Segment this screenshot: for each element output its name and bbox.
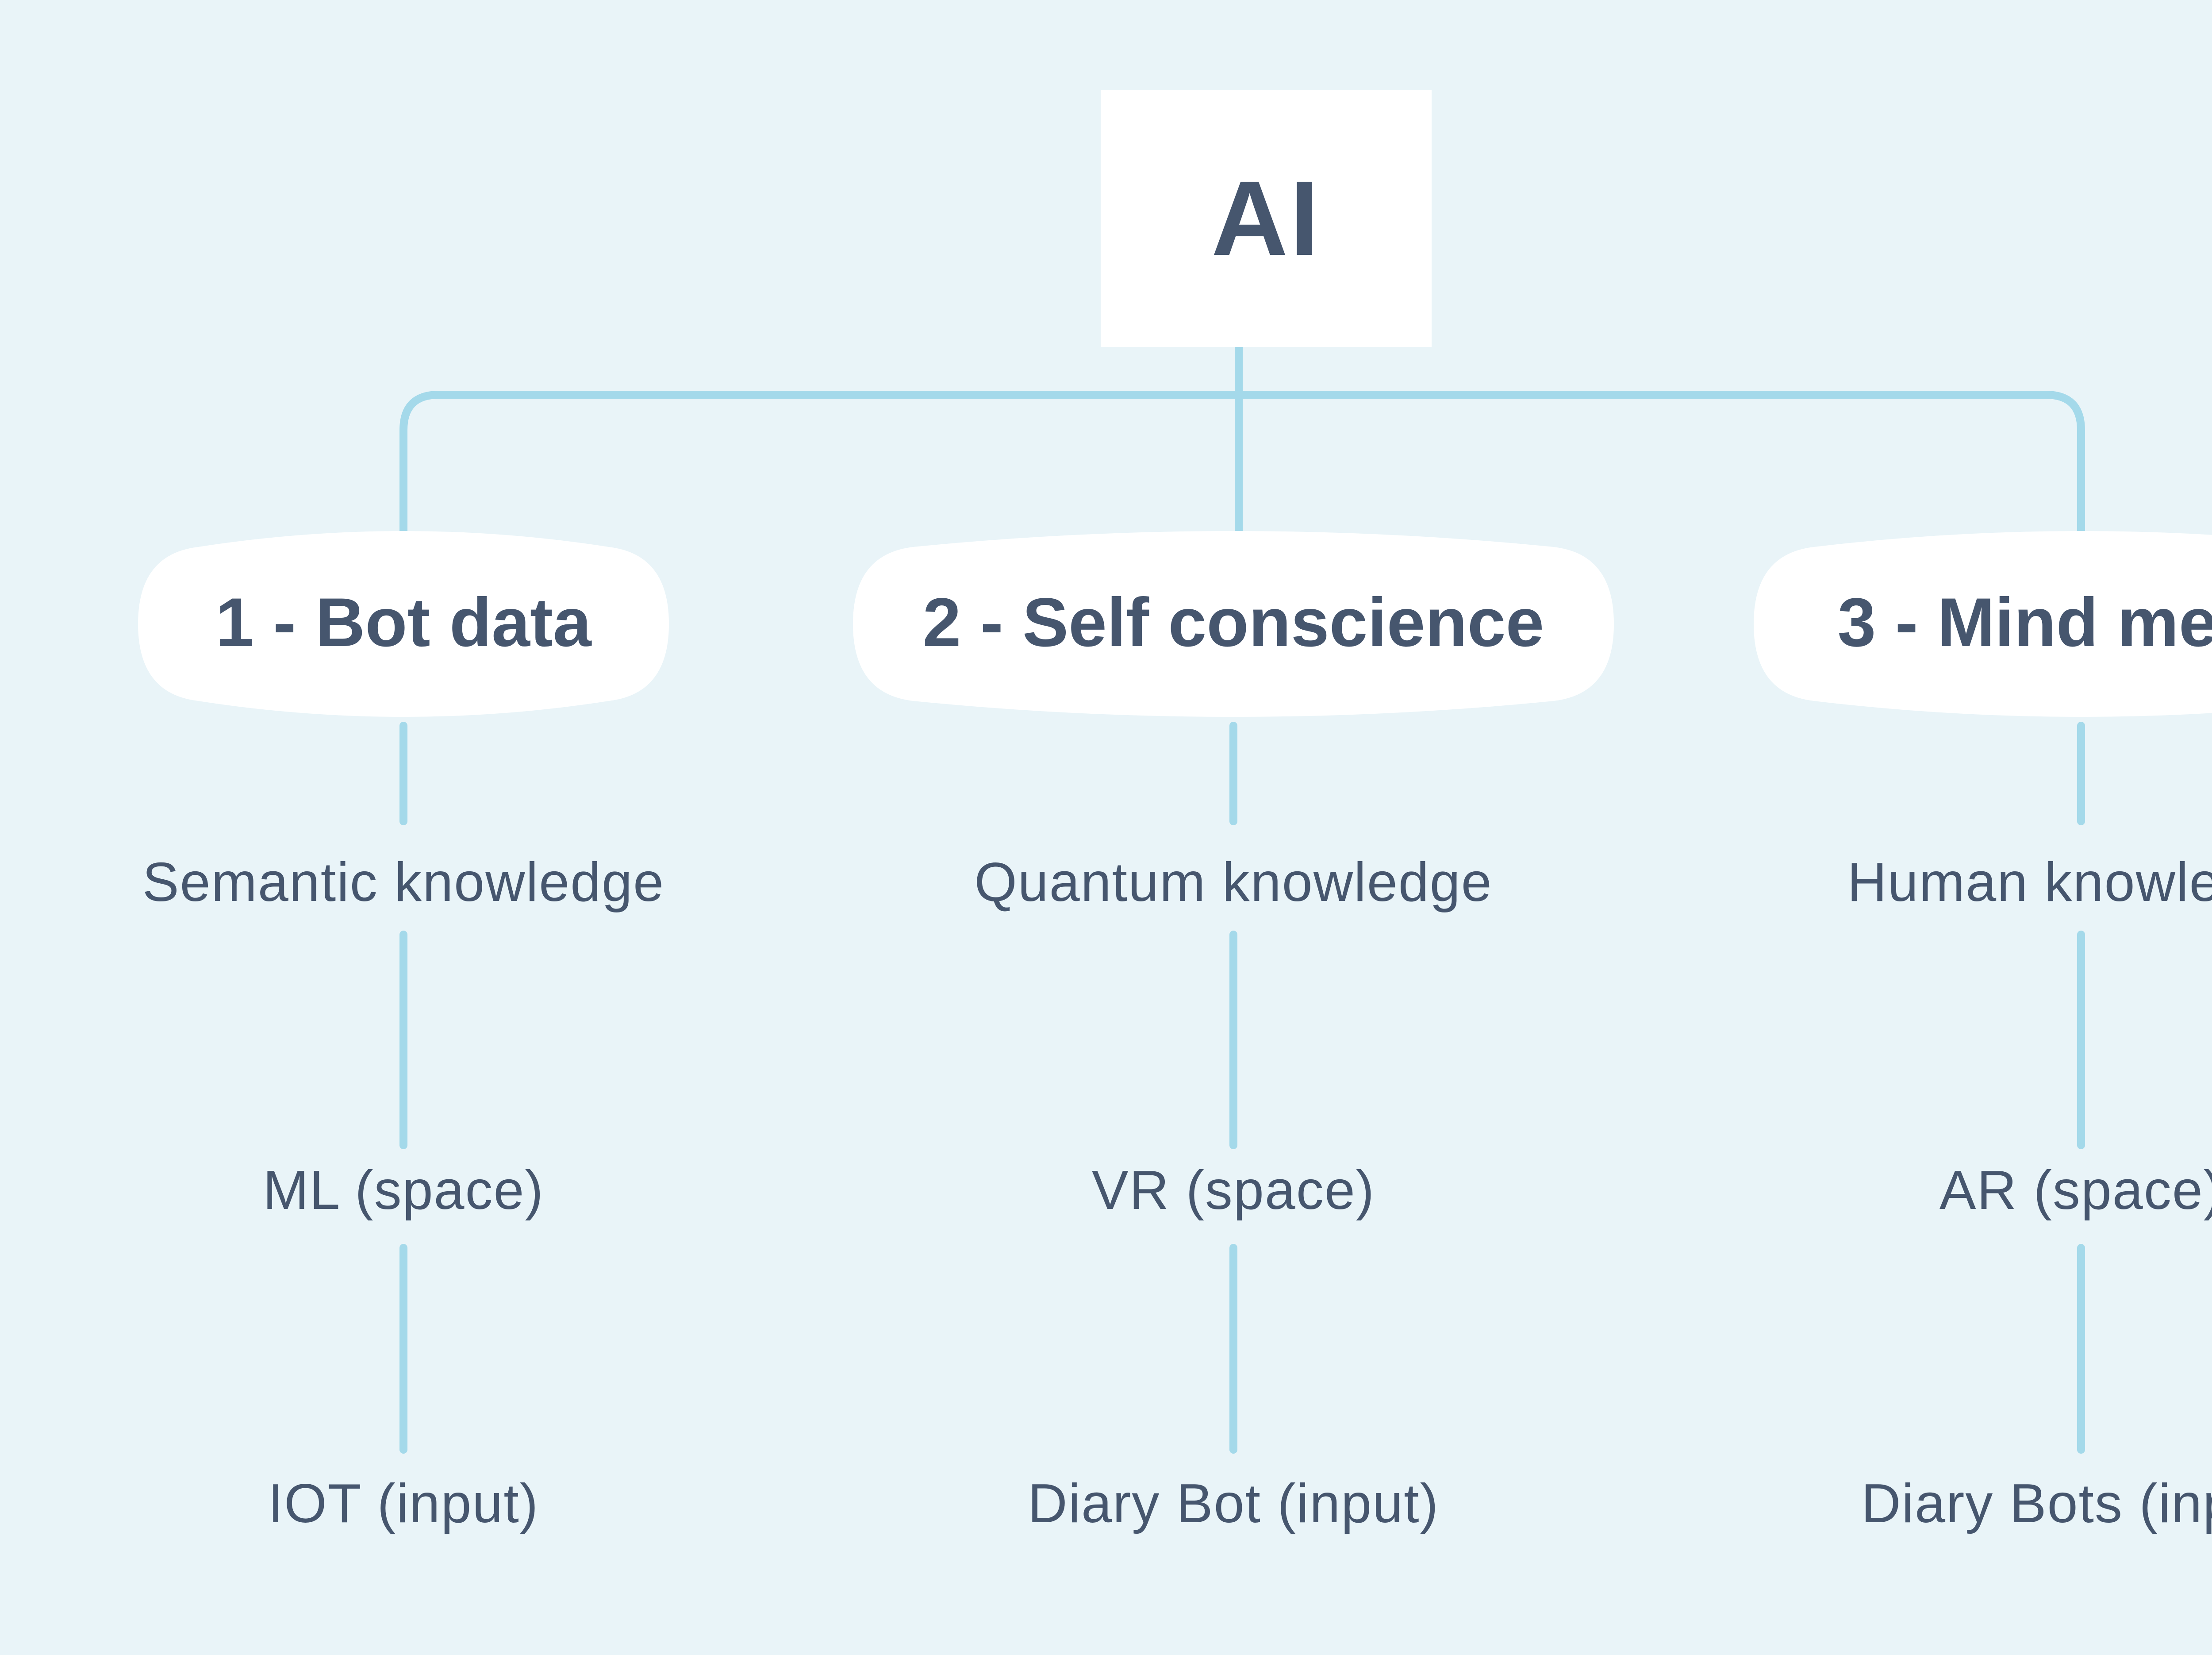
branch-1-item-2: ML (space) — [263, 1159, 544, 1221]
root-label: AI — [1211, 159, 1321, 278]
pill-shape — [853, 531, 1614, 717]
node-branch-3: 3 - Mind merge — [1754, 531, 2212, 717]
pill-shape — [138, 531, 669, 717]
branch-1-item-3: IOT (input) — [268, 1473, 539, 1535]
node-branch-1: 1 - Bot data — [138, 531, 669, 717]
branch-3-item-2: AR (space) — [1939, 1159, 2212, 1221]
branch-3-item-1: Human knowledge — [1847, 851, 2212, 913]
branch-2-item-3: Diary Bot (input) — [1028, 1473, 1439, 1535]
branch-3-item-3: Diary Bots (input) — [1861, 1473, 2212, 1535]
branch-2-item-1: Quantum knowledge — [974, 851, 1493, 913]
connector-branch-bar — [399, 391, 2085, 547]
branch-1-label: 1 - Bot data — [215, 585, 591, 661]
pill-shape — [1754, 531, 2212, 717]
branch-1-item-1: Semantic knowledge — [142, 851, 665, 913]
node-root: AI — [1101, 90, 1432, 347]
branch-2-label: 2 - Self conscience — [922, 585, 1544, 661]
branch-3-label: 3 - Mind merge — [1837, 585, 2212, 661]
branch-2-item-2: VR (space) — [1091, 1159, 1375, 1221]
node-branch-2: 2 - Self conscience — [853, 531, 1614, 717]
